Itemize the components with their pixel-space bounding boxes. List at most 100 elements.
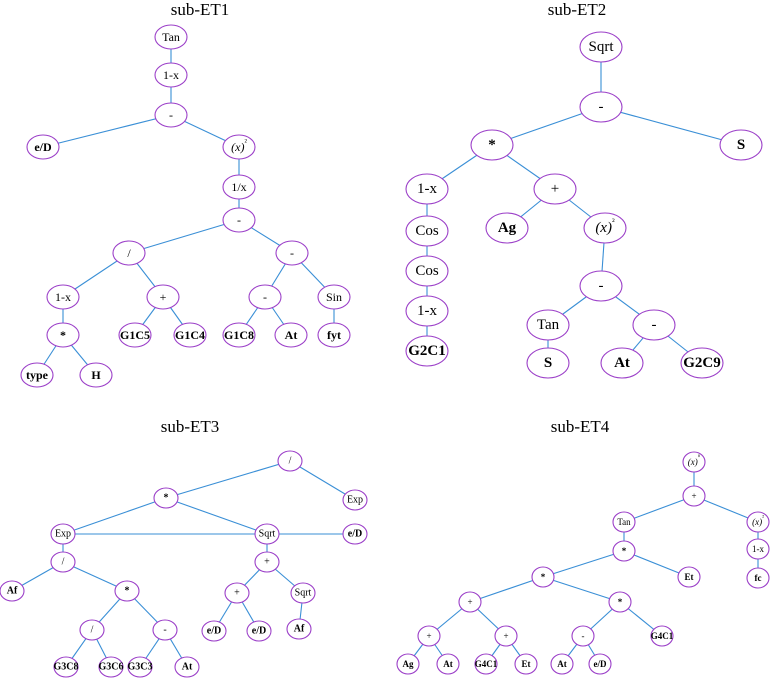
sub-et4-node-at: At bbox=[436, 653, 460, 675]
sub-et4-node-g4c1: G4C1 bbox=[474, 653, 498, 675]
sub-et4-edge-6-9 bbox=[469, 576, 544, 603]
sub-et3-node-e-d: e/D bbox=[246, 620, 272, 642]
svg-text:Tan: Tan bbox=[617, 517, 631, 527]
svg-text:fc: fc bbox=[755, 573, 762, 583]
node-ellipse bbox=[342, 489, 368, 511]
svg-text:-: - bbox=[163, 625, 166, 636]
sub-et1-node-type: type bbox=[20, 362, 54, 388]
sub-et2-node-1-x: 1-x bbox=[405, 295, 449, 327]
sub-et1-node-times: * bbox=[46, 322, 80, 348]
sub-et2-node-s: S bbox=[526, 347, 570, 379]
node-ellipse bbox=[526, 309, 570, 341]
node-ellipse bbox=[550, 653, 574, 675]
svg-text:G4C1: G4C1 bbox=[475, 659, 498, 669]
sub-et4-node-x: (x)² bbox=[746, 511, 770, 533]
sub-et3-node-sqrt: Sqrt bbox=[290, 582, 316, 604]
svg-text:-: - bbox=[599, 278, 604, 294]
sub-et4-node-minus: - bbox=[571, 625, 595, 647]
sub-et4-edge-1-2 bbox=[623, 495, 695, 523]
svg-text:Cos: Cos bbox=[415, 223, 439, 239]
svg-text:At: At bbox=[557, 659, 567, 669]
sub-et4-node-plus: + bbox=[417, 625, 441, 647]
node-ellipse bbox=[494, 625, 518, 647]
svg-text:+: + bbox=[160, 290, 167, 304]
node-ellipse bbox=[405, 335, 449, 367]
sub-et2-title: sub-ET2 bbox=[548, 0, 607, 19]
sub-et1-node-at: At bbox=[274, 322, 308, 348]
node-ellipse bbox=[154, 62, 188, 88]
svg-text:H: H bbox=[91, 368, 101, 382]
svg-text:+: + bbox=[467, 597, 472, 607]
tree-edges bbox=[11, 37, 759, 668]
node-ellipse bbox=[436, 653, 460, 675]
node-ellipse bbox=[274, 322, 308, 348]
sub-et2-node-plus: + bbox=[533, 173, 577, 205]
sub-et3-node-exp: Exp bbox=[342, 489, 368, 511]
svg-text:1-x: 1-x bbox=[417, 181, 437, 197]
sub-et2-node-cos: Cos bbox=[405, 215, 449, 247]
sub-et2-node-tan: Tan bbox=[526, 309, 570, 341]
node-ellipse bbox=[290, 582, 316, 604]
node-ellipse bbox=[248, 284, 282, 310]
node-ellipse bbox=[98, 656, 124, 678]
node-ellipse bbox=[608, 591, 632, 613]
sub-et4-node-ag: Ag bbox=[396, 653, 420, 675]
node-ellipse bbox=[458, 591, 482, 613]
svg-text:-: - bbox=[169, 108, 173, 122]
sub-et3-title: sub-ET3 bbox=[161, 417, 220, 436]
sub-et2-node-sqrt: Sqrt bbox=[579, 31, 623, 63]
node-ellipse bbox=[533, 173, 577, 205]
sub-et1-node-g1c4: G1C4 bbox=[173, 322, 207, 348]
svg-text:(x)²: (x)² bbox=[595, 216, 615, 236]
node-ellipse bbox=[286, 618, 312, 640]
svg-text:fyt: fyt bbox=[327, 328, 341, 342]
svg-text:Cos: Cos bbox=[415, 263, 439, 279]
sub-et3-node-g3c3: G3C3 bbox=[127, 656, 153, 678]
sub-et2-node-ag: Ag bbox=[485, 212, 529, 244]
node-ellipse bbox=[254, 551, 280, 573]
svg-text:e/D: e/D bbox=[34, 140, 52, 154]
sub-et1-node-1-x: 1-x bbox=[154, 62, 188, 88]
svg-text:Et: Et bbox=[685, 572, 694, 582]
svg-text:1-x: 1-x bbox=[417, 303, 437, 319]
node-ellipse bbox=[632, 309, 676, 341]
svg-text:1-x: 1-x bbox=[163, 68, 179, 82]
sub-et3-node-sqrt: Sqrt bbox=[254, 523, 280, 545]
svg-text:*: * bbox=[541, 572, 546, 582]
node-ellipse bbox=[173, 322, 207, 348]
sub-et3-edge-1-4 bbox=[165, 497, 268, 535]
sub-et3-node-plus: + bbox=[224, 582, 250, 604]
node-ellipse bbox=[222, 322, 256, 348]
svg-text:+: + bbox=[551, 181, 559, 197]
sub-et1-node-x: (x)² bbox=[222, 134, 256, 160]
svg-text:Exp: Exp bbox=[55, 529, 71, 540]
node-ellipse bbox=[588, 653, 612, 675]
svg-text:+: + bbox=[503, 631, 508, 641]
sub-et2-node-at: At bbox=[600, 347, 644, 379]
sub-et4-title: sub-ET4 bbox=[551, 417, 610, 436]
node-ellipse bbox=[254, 523, 280, 545]
sub-et3-node-times: * bbox=[114, 580, 140, 602]
node-ellipse bbox=[222, 134, 256, 160]
node-ellipse bbox=[485, 212, 529, 244]
svg-text:*: * bbox=[488, 137, 496, 153]
node-ellipse bbox=[396, 653, 420, 675]
node-ellipse bbox=[342, 523, 368, 545]
node-ellipse bbox=[417, 625, 441, 647]
svg-text:-: - bbox=[263, 290, 267, 304]
sub-et1-node-minus: - bbox=[248, 284, 282, 310]
sub-et4-node-1-x: 1-x bbox=[746, 538, 770, 560]
sub-et4-node-tan: Tan bbox=[612, 511, 636, 533]
node-ellipse bbox=[201, 620, 227, 642]
svg-text:G3C8: G3C8 bbox=[54, 662, 79, 673]
node-ellipse bbox=[112, 240, 146, 266]
svg-text:Sqrt: Sqrt bbox=[295, 588, 312, 599]
node-ellipse bbox=[26, 134, 60, 160]
svg-text:e/D: e/D bbox=[594, 659, 607, 669]
svg-text:G1C5: G1C5 bbox=[120, 328, 150, 342]
svg-text:*: * bbox=[622, 546, 627, 556]
svg-text:G1C4: G1C4 bbox=[175, 328, 205, 342]
node-ellipse bbox=[474, 653, 498, 675]
sub-et3-node-af: Af bbox=[0, 580, 25, 602]
